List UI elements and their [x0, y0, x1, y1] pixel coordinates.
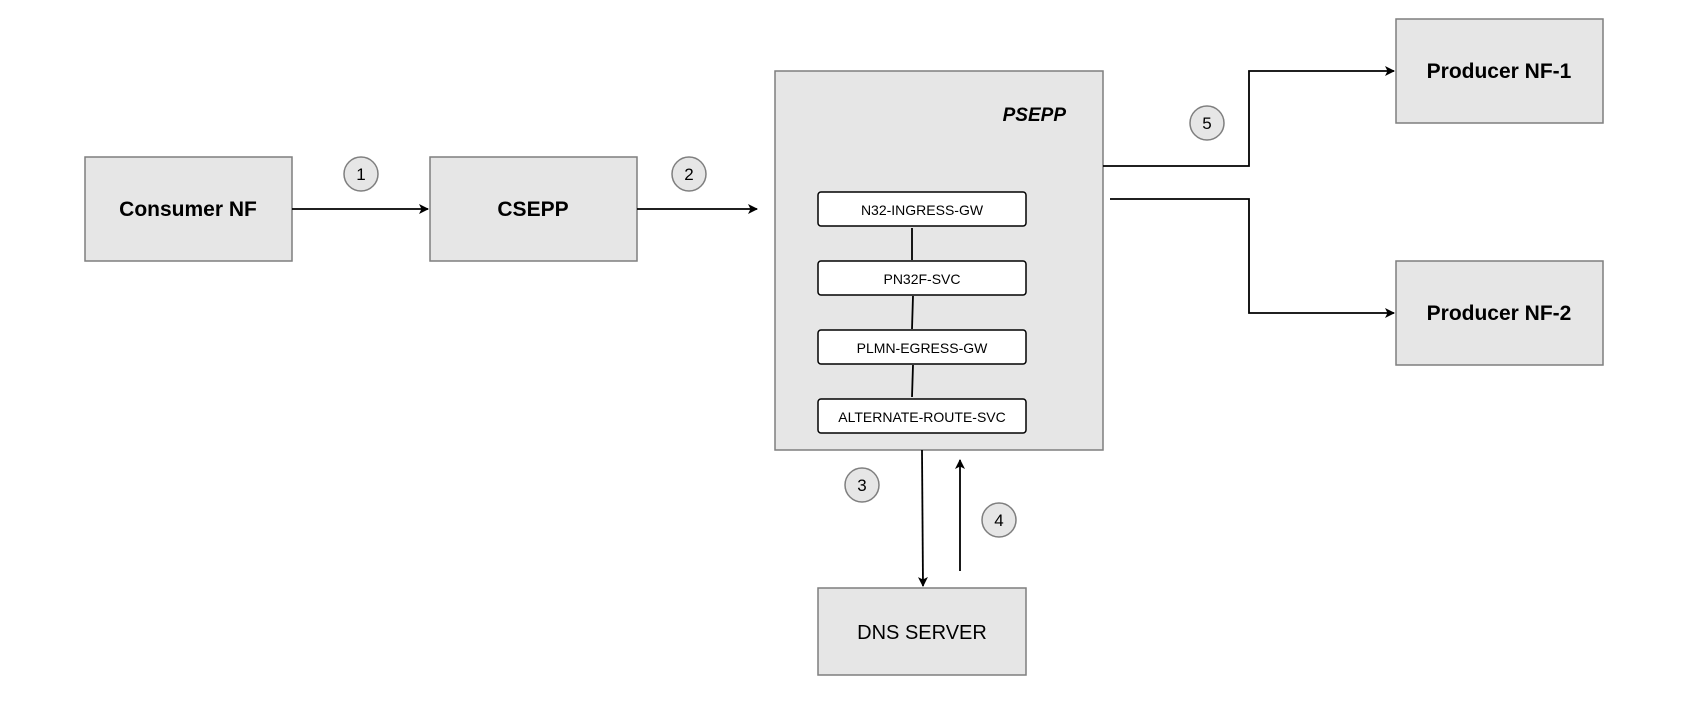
svc-link-2 [911, 295, 914, 330]
arrow-psepp-to-dns [917, 449, 928, 587]
step-number: 2 [684, 165, 693, 184]
service-label: ALTERNATE-ROUTE-SVC [838, 409, 1006, 425]
step-badge-2: 2 [671, 156, 707, 192]
svc-link-3 [911, 364, 914, 398]
csepp-label: CSEPP [497, 198, 568, 221]
step-badge-1: 1 [343, 156, 379, 192]
consumer-nf-node[interactable]: Consumer NF [84, 156, 293, 262]
arrow-psepp-to-producer-nf-1 [1103, 66, 1395, 167]
arrow-psepp-to-producer-nf-2 [1110, 198, 1395, 318]
step-number: 5 [1202, 114, 1211, 133]
dns-server-node[interactable]: DNS SERVER [817, 587, 1027, 676]
producer-nf-1-node[interactable]: Producer NF-1 [1395, 18, 1604, 124]
service-plmn-egress-gw[interactable]: PLMN-EGRESS-GW [817, 329, 1027, 365]
step-number: 1 [356, 165, 365, 184]
step-badge-3: 3 [844, 467, 880, 503]
service-label: PLMN-EGRESS-GW [857, 340, 988, 356]
psepp-label: PSEPP [1003, 105, 1067, 126]
producer-nf-2-node[interactable]: Producer NF-2 [1395, 260, 1604, 366]
step-badge-4: 4 [981, 502, 1017, 538]
step-number: 4 [994, 511, 1003, 530]
csepp-node[interactable]: CSEPP [429, 156, 638, 262]
service-label: N32-INGRESS-GW [861, 202, 984, 218]
producer-nf-1-label: Producer NF-1 [1427, 60, 1572, 83]
dns-server-label: DNS SERVER [857, 622, 987, 644]
step-number: 3 [857, 476, 866, 495]
service-label: PN32F-SVC [883, 271, 960, 287]
service-pn32f-svc[interactable]: PN32F-SVC [817, 260, 1027, 296]
service-n32-ingress-gw[interactable]: N32-INGRESS-GW [817, 191, 1027, 227]
producer-nf-2-label: Producer NF-2 [1427, 302, 1572, 325]
service-alternate-route-svc[interactable]: ALTERNATE-ROUTE-SVC [817, 398, 1027, 434]
step-badge-5: 5 [1189, 105, 1225, 141]
consumer-nf-label: Consumer NF [119, 198, 257, 221]
